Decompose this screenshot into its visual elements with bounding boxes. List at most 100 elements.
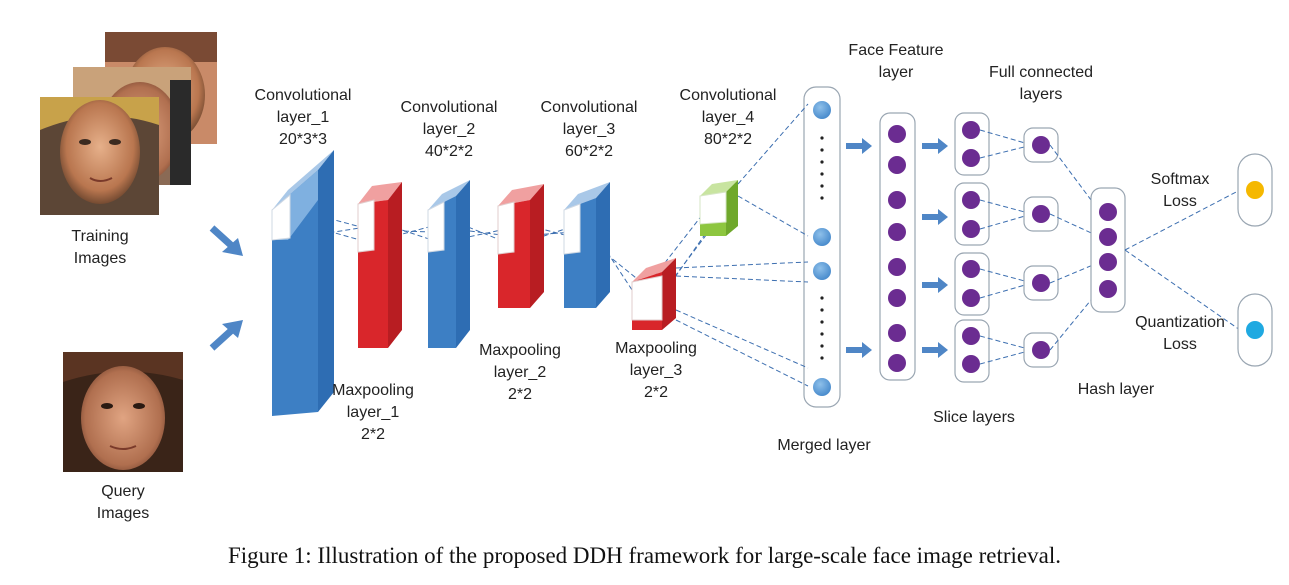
feature-node (888, 156, 906, 174)
slice-layers (954, 112, 990, 383)
maxpool-layer-3-label: Maxpooling layer_3 2*2 (596, 338, 716, 404)
merged-ellipsis-bottom (820, 296, 824, 360)
training-images (40, 32, 217, 215)
softmax-loss-label: Softmax Loss (1140, 169, 1220, 213)
feature-node (888, 324, 906, 342)
conv-layer-2-block (427, 180, 470, 348)
slice-to-fc-connections (979, 129, 1033, 365)
fc-node-3 (1023, 265, 1059, 301)
face-feature-line-2: layer (878, 64, 914, 81)
conv4-line-2: layer_4 (701, 109, 755, 126)
hash-node (1099, 228, 1117, 246)
face-feature-line-1: Face Feature (848, 42, 944, 59)
fc-node-1 (1023, 127, 1059, 163)
conv2-line-3: 40*2*2 (424, 143, 474, 160)
full-connected-layers (1023, 127, 1059, 368)
pool2-line-2: layer_2 (493, 364, 547, 381)
slice-layer-4 (954, 319, 990, 383)
quantization-loss-label: Quantization Loss (1124, 312, 1236, 356)
hash-node (1099, 280, 1117, 298)
merged-layer (675, 86, 841, 408)
quantization-loss-node (1237, 293, 1273, 367)
softmax-loss-node (1237, 153, 1273, 227)
merged-node (813, 101, 831, 119)
merged-ellipsis-top (820, 136, 824, 200)
face-feature-layer (879, 112, 916, 381)
fc-node-2 (1023, 196, 1059, 232)
feature-node (888, 258, 906, 276)
conv-layer-3-block (563, 182, 610, 308)
slice-layer-3 (954, 252, 990, 316)
feature-node (888, 223, 906, 241)
conv3-line-1: Convolutional (540, 99, 638, 116)
feature-node (888, 191, 906, 209)
maxpool-layer-2-block (497, 184, 544, 308)
conv-layer-1-label: Convolutional layer_1 20*3*3 (243, 85, 363, 151)
slice-layers-label: Slice layers (933, 409, 1015, 426)
feature-to-slice-arrows (922, 138, 948, 358)
softmax-line-2: Loss (1163, 193, 1197, 210)
conv1-line-2: layer_1 (276, 109, 330, 126)
conv4-line-1: Convolutional (679, 87, 777, 104)
pool1-line-2: layer_1 (346, 404, 400, 421)
conv-layer-4-block (699, 180, 738, 236)
conv-layer-3-label: Convolutional layer_3 60*2*2 (529, 97, 649, 163)
hash-to-loss-connections (1124, 189, 1241, 331)
merged-node (813, 262, 831, 280)
hash-layer-label: Hash layer (1077, 381, 1155, 398)
training-label-line-2: Images (73, 250, 127, 267)
conv3-line-2: layer_3 (562, 121, 616, 138)
pool3-line-3: 2*2 (643, 384, 669, 401)
merged-layer-label: Merged layer (777, 437, 871, 454)
full-connected-layers-label: Full connected layers (976, 62, 1106, 106)
merged-node (813, 378, 831, 396)
hash-node (1099, 253, 1117, 271)
pool3-line-2: layer_3 (629, 362, 683, 379)
full-connected-line-1: Full connected (988, 64, 1094, 81)
pool2-line-3: 2*2 (507, 386, 533, 403)
query-image (63, 352, 183, 472)
feature-node (888, 354, 906, 372)
quantization-line-2: Loss (1163, 336, 1197, 353)
query-label-line-2: Images (96, 505, 150, 522)
figure-caption: Figure 1: Illustration of the proposed D… (227, 543, 1061, 568)
merged-to-feature-arrows (846, 138, 872, 358)
query-images-label: Query Images (75, 481, 171, 525)
training-images-label: Training Images (52, 226, 148, 270)
merged-layer-dashed-inputs (675, 103, 809, 387)
maxpool-layer-1-block (357, 182, 402, 348)
maxpool-layer-1-label: Maxpooling layer_1 2*2 (313, 380, 433, 446)
conv4-line-3: 80*2*2 (703, 131, 753, 148)
conv1-line-3: 20*3*3 (278, 131, 328, 148)
query-label-line-1: Query (101, 483, 145, 500)
conv2-line-2: layer_2 (422, 121, 476, 138)
input-arrow-training (209, 225, 243, 256)
maxpool-layer-2-label: Maxpooling layer_2 2*2 (460, 340, 580, 406)
merged-node (813, 228, 831, 246)
softmax-line-1: Softmax (1150, 171, 1210, 188)
slice-layer-2 (954, 182, 990, 246)
conv2-line-1: Convolutional (400, 99, 498, 116)
full-connected-line-2: layers (1019, 86, 1063, 103)
training-label-line-1: Training (71, 228, 129, 245)
face-feature-layer-label: Face Feature layer (836, 40, 956, 84)
input-arrow-query (209, 320, 243, 351)
conv3-line-3: 60*2*2 (564, 143, 614, 160)
maxpool-layer-3-block (631, 258, 676, 330)
pool1-line-1: Maxpooling (332, 382, 414, 399)
pool3-line-1: Maxpooling (615, 340, 697, 357)
slice-layer-1 (954, 112, 990, 176)
feature-node (888, 125, 906, 143)
training-image-front (40, 97, 159, 215)
hash-node (1099, 203, 1117, 221)
hash-layer (1090, 187, 1126, 313)
quantization-line-1: Quantization (1135, 314, 1225, 331)
pool2-line-1: Maxpooling (479, 342, 561, 359)
conv1-line-1: Convolutional (254, 87, 352, 104)
conv-layer-2-label: Convolutional layer_2 40*2*2 (389, 97, 509, 163)
feature-node (888, 289, 906, 307)
conv-layer-4-label: Convolutional layer_4 80*2*2 (668, 85, 788, 151)
fc-node-4 (1023, 332, 1059, 368)
conv-layer-1-block (271, 150, 334, 416)
